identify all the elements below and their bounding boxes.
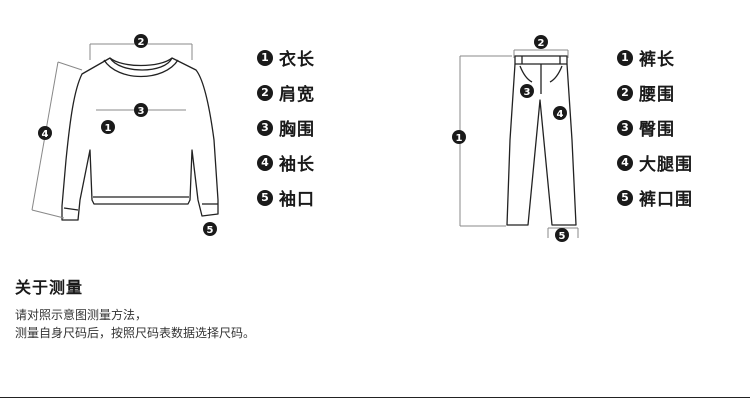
legend-label: 裤长 xyxy=(639,50,675,70)
sweater-legend-item: 2 肩宽 xyxy=(257,75,315,110)
pants-legend-item: 5 裤口围 xyxy=(617,180,693,215)
about-line-2: 测量自身尺码后，按照尺码表数据选择尺码。 xyxy=(15,326,256,340)
pants-legend-item: 1 裤长 xyxy=(617,40,693,75)
legend-label: 袖长 xyxy=(279,155,315,175)
number-badge: 4 xyxy=(617,154,633,171)
pants-marker-2 xyxy=(534,35,548,49)
sweater-outline xyxy=(61,57,219,221)
bottom-divider xyxy=(0,397,750,398)
pants-marker-4-text: 4 xyxy=(557,109,564,120)
about-title: 关于测量 xyxy=(15,278,84,297)
legend-label: 肩宽 xyxy=(279,85,315,105)
marker-5 xyxy=(203,222,217,236)
marker-4-text: 4 xyxy=(42,129,49,140)
number-badge: 3 xyxy=(617,119,633,136)
number-badge: 2 xyxy=(257,84,273,101)
legend-label: 衣长 xyxy=(279,50,315,70)
number-badge: 1 xyxy=(257,49,273,66)
sweater-legend: 1 衣长 2 肩宽 3 胸围 4 袖长 5 袖口 xyxy=(257,40,315,215)
sweater-diagram: 1 2 3 4 5 1 2 3 xyxy=(31,34,579,242)
legend-label: 腰围 xyxy=(639,85,675,105)
marker-1 xyxy=(101,120,115,134)
pants-marker-3-text: 3 xyxy=(524,87,531,98)
pants-outline xyxy=(506,55,577,226)
pants-markers: 1 2 3 4 5 xyxy=(452,35,569,242)
marker-2 xyxy=(134,34,148,48)
pants-marker-3 xyxy=(520,84,534,98)
pants-legend: 1 裤长 2 腰围 3 臀围 4 大腿围 5 裤口围 xyxy=(617,40,693,215)
legend-label: 胸围 xyxy=(279,120,315,140)
marker-5-text: 5 xyxy=(207,225,214,236)
sweater-legend-item: 1 衣长 xyxy=(257,40,315,75)
legend-label: 裤口围 xyxy=(639,190,693,210)
marker-4 xyxy=(38,126,52,140)
pants-legend-item: 3 臀围 xyxy=(617,110,693,145)
number-badge: 2 xyxy=(617,84,633,101)
number-badge: 1 xyxy=(617,49,633,66)
about-line-1: 请对照示意图测量方法， xyxy=(15,308,148,322)
pants-marker-5-text: 5 xyxy=(559,231,566,242)
pants-marker-5 xyxy=(555,228,569,242)
pants-marker-1 xyxy=(452,130,466,144)
number-badge: 5 xyxy=(257,189,273,206)
sweater-legend-item: 4 袖长 xyxy=(257,145,315,180)
marker-3-text: 3 xyxy=(138,106,145,117)
sweater-markers: 1 2 3 4 5 xyxy=(38,34,217,236)
pants-legend-item: 4 大腿围 xyxy=(617,145,693,180)
pants-measure-lines xyxy=(459,49,579,238)
marker-3 xyxy=(134,103,148,117)
pants-marker-1-text: 1 xyxy=(456,133,463,144)
marker-1-text: 1 xyxy=(105,123,112,134)
pants-marker-2-text: 2 xyxy=(538,38,545,49)
pants-marker-4 xyxy=(553,106,567,120)
legend-label: 袖口 xyxy=(279,190,315,210)
pants-legend-item: 2 腰围 xyxy=(617,75,693,110)
sweater-legend-item: 3 胸围 xyxy=(257,110,315,145)
number-badge: 5 xyxy=(617,189,633,206)
legend-label: 臀围 xyxy=(639,120,675,140)
number-badge: 4 xyxy=(257,154,273,171)
marker-2-text: 2 xyxy=(138,37,145,48)
legend-label: 大腿围 xyxy=(639,155,693,175)
sweater-legend-item: 5 袖口 xyxy=(257,180,315,215)
number-badge: 3 xyxy=(257,119,273,136)
